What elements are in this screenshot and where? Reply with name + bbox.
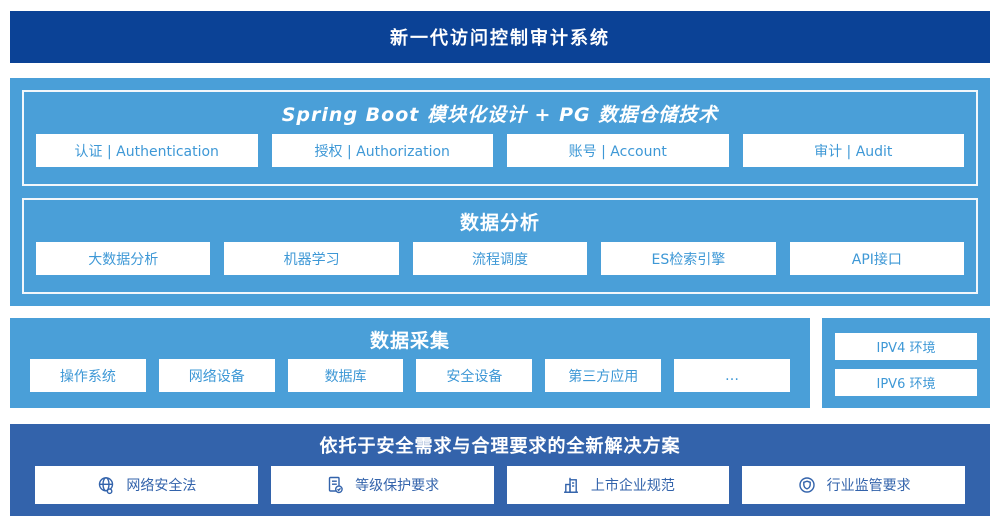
solution-box-label: 网络安全法 xyxy=(126,478,197,494)
shield-badge-icon xyxy=(798,477,815,493)
module-box-account: 账号 | Account xyxy=(507,134,729,167)
collection-box-security: 安全设备 xyxy=(416,359,533,392)
solution-title: 依托于安全需求与合理要求的全新解决方案 xyxy=(319,436,681,457)
solution-box-cybersecurity-law: 网络安全法 xyxy=(35,466,258,504)
building-icon xyxy=(563,477,578,493)
solution-box-label: 行业监管要求 xyxy=(826,478,911,494)
solution-box-industry-regulation: 行业监管要求 xyxy=(742,466,965,504)
module-box-authentication: 认证 | Authentication xyxy=(36,134,258,167)
solution-box-classified-protection: 等级保护要求 xyxy=(270,466,494,504)
page-title-text: 新一代访问控制审计系统 xyxy=(390,28,610,49)
solution-row: 网络安全法 等级保护要求 上市企业规范 xyxy=(35,466,965,504)
page-title: 新一代访问控制审计系统 xyxy=(10,11,990,63)
solution-section: 依托于安全需求与合理要求的全新解决方案 网络安全法 等级保护要求 xyxy=(10,424,990,516)
solution-box-label: 上市企业规范 xyxy=(590,478,675,494)
checklist-document-icon xyxy=(328,476,343,494)
collection-row: 操作系统 网络设备 数据库 安全设备 第三方应用 … xyxy=(30,359,790,392)
module-box-authorization: 授权 | Authorization xyxy=(271,134,493,167)
platform-section: Spring Boot 模块化设计 + PG 数据仓储技术 认证 | Authe… xyxy=(10,78,990,306)
collection-box-network: 网络设备 xyxy=(158,359,275,392)
analysis-box-api: API接口 xyxy=(789,242,965,275)
collection-title: 数据采集 xyxy=(369,330,450,352)
environment-box-ipv6: IPV6 环境 xyxy=(835,369,977,396)
collection-section: 数据采集 操作系统 网络设备 数据库 安全设备 第三方应用 … xyxy=(10,318,810,408)
analysis-box-es: ES检索引擎 xyxy=(601,242,776,275)
analysis-box-ml: 机器学习 xyxy=(224,242,399,275)
module-box-audit: 审计 | Audit xyxy=(742,134,964,167)
analysis-box-workflow: 流程调度 xyxy=(412,242,588,275)
solution-box-listed-company: 上市企业规范 xyxy=(506,466,730,504)
springboot-row: 认证 | Authentication 授权 | Authorization 账… xyxy=(36,134,964,167)
collection-box-more: … xyxy=(674,359,790,392)
collection-box-thirdparty: 第三方应用 xyxy=(545,359,662,392)
collection-box-database: 数据库 xyxy=(287,359,404,392)
environment-box-ipv4: IPV4 环境 xyxy=(835,333,977,360)
globe-icon xyxy=(99,477,114,495)
environment-section: IPV4 环境 IPV6 环境 xyxy=(822,318,990,408)
collection-environment-row: 数据采集 操作系统 网络设备 数据库 安全设备 第三方应用 … IPV4 环境 … xyxy=(10,318,990,408)
analysis-row: 大数据分析 机器学习 流程调度 ES检索引擎 API接口 xyxy=(36,242,965,275)
analysis-box-bigdata: 大数据分析 xyxy=(36,242,211,275)
analysis-title: 数据分析 xyxy=(459,212,540,234)
springboot-title: Spring Boot 模块化设计 + PG 数据仓储技术 xyxy=(281,104,719,126)
springboot-frame: Spring Boot 模块化设计 + PG 数据仓储技术 认证 | Authe… xyxy=(22,90,978,186)
analysis-frame: 数据分析 大数据分析 机器学习 流程调度 ES检索引擎 API接口 xyxy=(22,198,978,294)
collection-box-os: 操作系统 xyxy=(30,359,146,392)
solution-box-label: 等级保护要求 xyxy=(355,478,440,494)
